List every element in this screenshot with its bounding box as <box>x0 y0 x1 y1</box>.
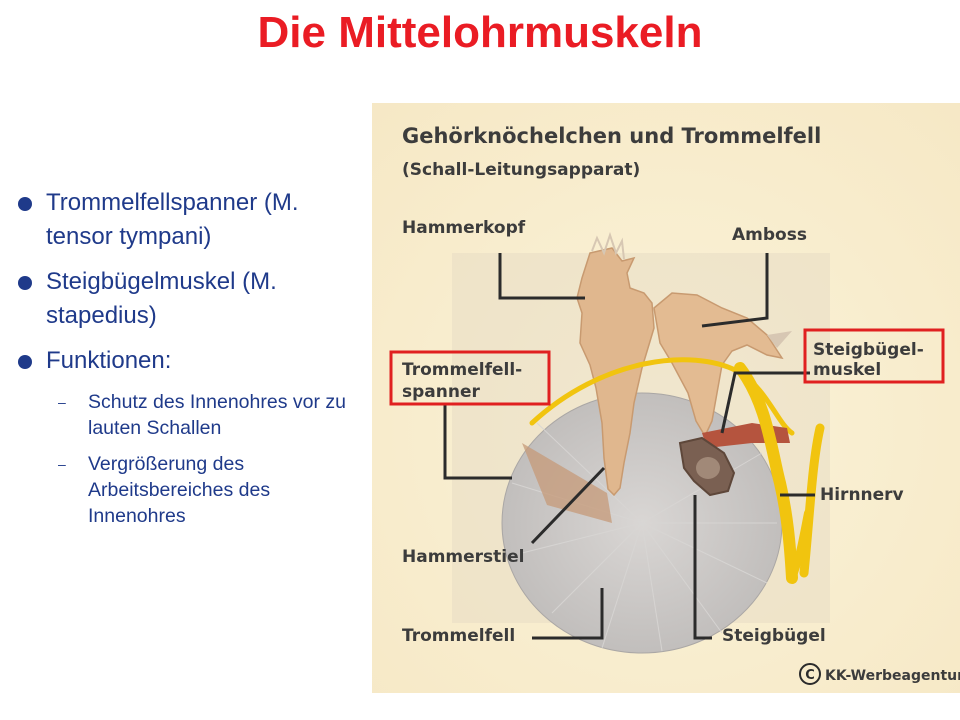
pointer-lines <box>443 253 815 640</box>
bullet-item: Steigbügelmuskel (M. stapedius) <box>18 265 368 333</box>
label-hirnnerv: Hirnnerv <box>820 485 904 505</box>
highlight-box-steigbuegelmuskel <box>803 328 945 384</box>
label-trommelfellspanner-line2: spanner <box>402 382 480 402</box>
label-trommelfellspanner-line1: Trommelfell- <box>402 360 522 380</box>
label-trommelfell: Trommelfell <box>402 626 515 646</box>
highlight-box-trommelfellspanner <box>389 350 551 406</box>
sub-bullet-item: – Vergrößerung des Arbeitsbereiches des … <box>18 451 368 529</box>
label-steigbuegel: Steigbügel <box>722 626 826 646</box>
dash-icon: – <box>58 394 66 410</box>
sub-bullet-item: – Schutz des Innenohres vor zu lauten Sc… <box>18 389 368 441</box>
label-steigbuegelmuskel-line1: Steigbügel- <box>813 340 924 360</box>
label-hammerkopf: Hammerkopf <box>402 218 526 238</box>
label-steigbuegelmuskel-line2: muskel <box>813 360 881 380</box>
copyright-notice: C KK-Werbeagentur <box>799 663 960 685</box>
bullet-text: Trommelfellspanner (M. tensor tympani) <box>46 189 299 250</box>
label-amboss: Amboss <box>732 225 807 245</box>
copyright-text: KK-Werbeagentur <box>825 668 960 684</box>
chorda-nerve <box>529 357 795 436</box>
bullet-dot-icon <box>18 197 32 211</box>
copyright-icon <box>799 663 821 685</box>
label-hammerstiel: Hammerstiel <box>402 547 524 567</box>
bullet-list: Trommelfellspanner (M. tensor tympani) S… <box>18 186 368 539</box>
stapes-drawing <box>678 436 736 497</box>
slide-title: Die Mittelohrmuskeln <box>257 8 703 57</box>
sub-bullet-text: Schutz des Innenohres vor zu lauten Scha… <box>88 391 346 439</box>
tensor-tympani-muscle <box>522 443 612 523</box>
bullet-text: Steigbügelmuskel (M. stapedius) <box>46 268 277 329</box>
bullet-dot-icon <box>18 276 32 290</box>
bullet-item: Funktionen: <box>18 344 368 378</box>
ear-anatomy-figure: Gehörknöchelchen und Trommelfell (Schall… <box>372 103 960 693</box>
dash-icon: – <box>58 456 66 472</box>
figure-subheading: (Schall-Leitungsapparat) <box>402 160 640 180</box>
facial-nerve <box>734 362 825 584</box>
bullet-dot-icon <box>18 355 32 369</box>
bullet-item: Trommelfellspanner (M. tensor tympani) <box>18 186 368 254</box>
bullet-text: Funktionen: <box>46 347 172 374</box>
copyright-symbol: C <box>805 668 815 683</box>
sub-bullet-text: Vergrößerung des Arbeitsbereiches des In… <box>88 453 271 527</box>
figure-heading: Gehörknöchelchen und Trommelfell <box>402 124 821 148</box>
